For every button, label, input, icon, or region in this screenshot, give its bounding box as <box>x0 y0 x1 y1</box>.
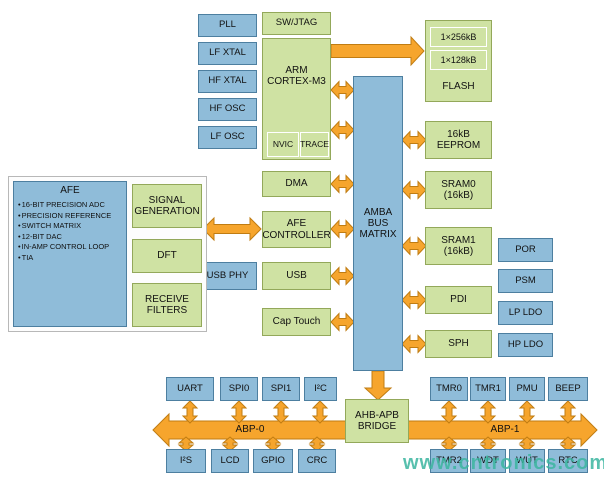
block-wut: WUT <box>509 449 545 473</box>
block-spi0: SPI0 <box>220 377 258 401</box>
block-cap-touch: Cap Touch <box>262 308 331 336</box>
arrow-usb-amba <box>330 266 355 286</box>
block-por: POR <box>498 238 553 262</box>
afe-feature-dac: 12-BIT DAC <box>18 232 122 243</box>
arrow-arm-flash <box>330 35 425 67</box>
bus-abp0-label: ABP-0 <box>235 424 265 435</box>
arrow-amba-sram0 <box>401 180 427 200</box>
flash-label: FLASH <box>442 80 475 92</box>
block-i2s: I²S <box>166 449 206 473</box>
arrow-dma-amba <box>330 174 355 194</box>
arrow-beep-bus <box>559 400 577 424</box>
arrow-amba-eeprom <box>401 130 427 150</box>
arrow-tmr1-bus <box>479 400 497 424</box>
block-pmu: PMU <box>509 377 545 401</box>
block-usb-phy: USB PHY <box>198 262 257 290</box>
watermark: www.cntronics.com <box>403 452 604 474</box>
block-signal-generation: SIGNAL GENERATION <box>132 184 202 228</box>
block-beep: BEEP <box>548 377 588 401</box>
block-amba-bus-matrix: AMBA BUS MATRIX <box>353 76 403 371</box>
block-usb: USB <box>262 262 331 290</box>
block-afe-controller: AFE CONTROLLER <box>262 211 331 248</box>
block-trace: TRACE <box>300 132 329 157</box>
block-lp-ldo: LP LDO <box>498 301 553 325</box>
block-eeprom: 16kB EEPROM <box>425 121 492 159</box>
block-lf-osc: LF OSC <box>198 126 257 149</box>
arrow-amba-sph <box>401 334 427 354</box>
block-flash: 1×256kB 1×128kB FLASH <box>425 20 492 102</box>
block-lf-xtal: LF XTAL <box>198 42 257 65</box>
arrow-arm-amba-2 <box>330 120 355 140</box>
arrow-uart-bus <box>181 400 199 424</box>
bus-abp1 <box>403 412 598 448</box>
block-dma: DMA <box>262 171 331 197</box>
arrow-amba-bridge <box>363 370 393 401</box>
block-hf-osc: HF OSC <box>198 98 257 121</box>
bus-abp1-label: ABP-1 <box>490 424 520 435</box>
block-receive-filters: RECEIVE FILTERS <box>132 283 202 327</box>
arrow-afe-afectrl <box>202 216 262 242</box>
block-i2c: I²C <box>304 377 337 401</box>
block-spi1: SPI1 <box>262 377 300 401</box>
block-ahb-apb-bridge: AHB-APB BRIDGE <box>345 399 409 443</box>
block-pll: PLL <box>198 14 257 37</box>
afe-feature-reference: PRECISION REFERENCE <box>18 211 122 222</box>
block-tmr1: TMR1 <box>470 377 506 401</box>
block-nvic: NVIC <box>267 132 299 157</box>
flash-bank-256kb: 1×256kB <box>430 27 487 47</box>
block-rtc: RTC <box>548 449 588 473</box>
block-tmr2: TMR2 <box>430 449 468 473</box>
block-sram1: SRAM1 (16kB) <box>425 227 492 265</box>
block-hp-ldo: HP LDO <box>498 333 553 357</box>
afe-feature-tia: TIA <box>18 253 122 264</box>
arrow-pmu-bus <box>518 400 536 424</box>
block-sph: SPH <box>425 330 492 358</box>
arrow-arm-amba-1 <box>330 80 355 100</box>
afe-title: AFE <box>60 185 80 196</box>
block-sram0: SRAM0 (16kB) <box>425 171 492 209</box>
flash-bank-128kb: 1×128kB <box>430 50 487 70</box>
arrow-captouch-amba <box>330 312 355 332</box>
block-psm: PSM <box>498 269 553 293</box>
block-pdi: PDI <box>425 286 492 314</box>
block-lcd: LCD <box>211 449 249 473</box>
block-uart: UART <box>166 377 214 401</box>
arm-cortex-m3-label: ARM CORTEX-M3 <box>267 65 326 88</box>
arrow-tmr0-bus <box>440 400 458 424</box>
block-hf-xtal: HF XTAL <box>198 70 257 93</box>
arrow-spi1-bus <box>272 400 290 424</box>
afe-feature-inamp: IN-AMP CONTROL LOOP <box>18 242 122 253</box>
afe-feature-switch: SWITCH MATRIX <box>18 221 122 232</box>
block-crc: CRC <box>298 449 336 473</box>
arrow-amba-sram1 <box>401 236 427 256</box>
block-wdt: WDT <box>470 449 506 473</box>
afe-feature-adc: 16-BIT PRECISION ADC <box>18 200 122 211</box>
block-gpio: GPIO <box>253 449 293 473</box>
block-dft: DFT <box>132 239 202 273</box>
block-tmr0: TMR0 <box>430 377 468 401</box>
arrow-i2c-bus <box>311 400 329 424</box>
arrow-amba-pdi <box>401 290 427 310</box>
block-afe: AFE 16-BIT PRECISION ADC PRECISION REFER… <box>13 181 127 327</box>
block-sw-jtag: SW/JTAG <box>262 12 331 35</box>
block-arm-cortex-m3: ARM CORTEX-M3 NVIC TRACE <box>262 38 331 160</box>
arrow-afectrl-amba <box>330 219 355 239</box>
arrow-spi0-bus <box>230 400 248 424</box>
